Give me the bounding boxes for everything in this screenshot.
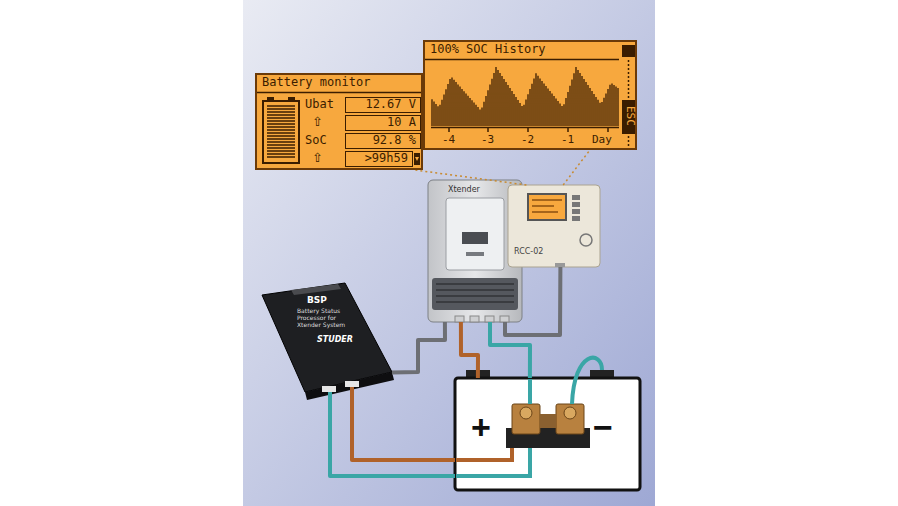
panel-title: Battery monitor <box>262 76 370 90</box>
background-panel <box>243 0 655 506</box>
button-label: ESC <box>623 106 636 126</box>
value-field: 92.8 % <box>345 133 421 149</box>
polarity-sign: − <box>593 408 613 447</box>
cable <box>490 322 530 378</box>
remote-box: RCC-02 <box>508 185 600 267</box>
value-text: 12.67 V <box>365 98 416 111</box>
field-label: Ubat <box>305 98 334 112</box>
cable <box>505 267 560 335</box>
cable <box>330 392 455 476</box>
lcd-decoration <box>425 42 635 148</box>
cable <box>352 392 455 460</box>
value-field: >99h59 <box>345 151 413 167</box>
axis-label: -2 <box>521 134 534 147</box>
cable <box>392 322 445 372</box>
device-name: BSP <box>307 295 327 305</box>
device-subtitle: Battery Status Processor for Xtender Sys… <box>297 308 355 329</box>
bsp-device <box>262 283 394 400</box>
lcd-panel: Battery monitorUbat ⇧ SoC ⇧ 12.67 V 10 A 92.8 … <box>255 73 423 170</box>
axis-label: -4 <box>442 134 455 147</box>
value-text: 10 A <box>387 116 416 129</box>
bsp-box: BSP Battery Status Processor for Xtender … <box>262 283 392 392</box>
axis-label: -3 <box>481 134 494 147</box>
brand-logo: STUDER <box>317 335 353 344</box>
arrow-symbol: ⇧ <box>312 151 323 166</box>
device-name: RCC-02 <box>514 247 543 256</box>
arrow-symbol: ⇧ <box>312 115 323 130</box>
lcd-panel: 100% SOC History -4 -3 -2 -1 Day ESC <box>423 40 637 150</box>
battery-icon <box>263 97 299 163</box>
remote-control <box>508 185 600 267</box>
soc-chart <box>431 67 619 132</box>
battery-box: +− <box>455 378 640 490</box>
value-text: >99h59 <box>365 152 408 165</box>
leader-line <box>415 170 527 185</box>
field-label: SoC <box>305 134 327 148</box>
leader-line <box>563 150 590 185</box>
value-field: 12.67 V <box>345 97 421 113</box>
value-field: 10 A <box>345 115 421 131</box>
panel-title: 100% SOC History <box>430 43 546 57</box>
axis-label: Day <box>592 134 612 147</box>
device-name: Xtender <box>448 185 480 194</box>
inverter-box: Xtender <box>428 180 522 322</box>
polarity-sign: + <box>471 408 491 447</box>
value-text: 92.8 % <box>373 134 416 147</box>
axis-label: -1 <box>561 134 574 147</box>
cable <box>461 322 478 378</box>
battery <box>455 358 640 490</box>
